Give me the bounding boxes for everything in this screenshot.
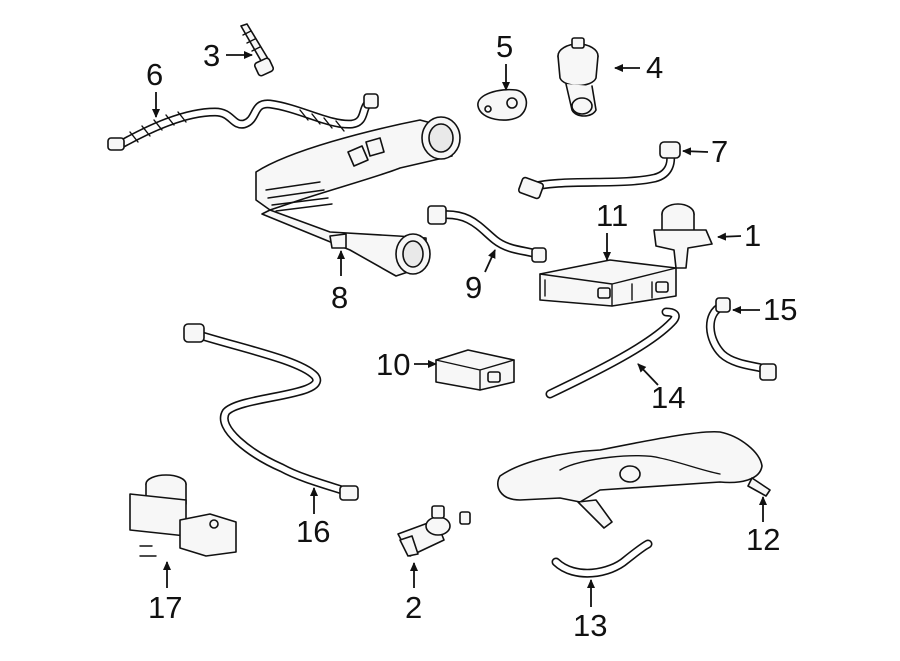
part-11-canister bbox=[539, 259, 677, 307]
callout-6: 6 bbox=[146, 57, 164, 92]
part-5-gasket bbox=[477, 88, 528, 121]
callout-8: 8 bbox=[331, 280, 349, 315]
part-13-hose bbox=[551, 539, 653, 578]
part-10-canister bbox=[435, 349, 515, 391]
part-8-intake-duct bbox=[255, 116, 461, 277]
part-14-hose bbox=[545, 307, 680, 399]
callout-16: 16 bbox=[296, 514, 331, 549]
callout-15: 15 bbox=[763, 292, 798, 327]
callout-12: 12 bbox=[746, 522, 781, 557]
leader-9 bbox=[484, 249, 496, 273]
callout-11: 11 bbox=[596, 198, 629, 233]
part-17-valve-bracket bbox=[129, 474, 237, 557]
callout-4: 4 bbox=[646, 50, 664, 85]
leader-lines bbox=[152, 51, 767, 607]
part-15-hose bbox=[705, 297, 777, 381]
callout-1: 1 bbox=[744, 218, 762, 253]
callout-10: 10 bbox=[376, 347, 411, 382]
part-12-heat-shield bbox=[496, 430, 771, 529]
leader-1 bbox=[717, 232, 742, 241]
part-1-vsv bbox=[653, 203, 713, 269]
callout-9: 9 bbox=[465, 270, 483, 305]
callout-5: 5 bbox=[496, 29, 514, 64]
part-9-hose bbox=[427, 205, 547, 263]
callout-17: 17 bbox=[148, 590, 183, 625]
leader-7 bbox=[682, 147, 709, 156]
part-6-braided-hose bbox=[107, 93, 379, 151]
part-4-egr-valve bbox=[557, 37, 599, 117]
callout-3: 3 bbox=[203, 38, 221, 73]
part-16-hose bbox=[183, 323, 359, 501]
part-3-sensor bbox=[240, 23, 275, 77]
callout-2: 2 bbox=[405, 590, 423, 625]
callout-7: 7 bbox=[711, 134, 729, 169]
leader-14 bbox=[637, 363, 659, 386]
callout-13: 13 bbox=[573, 608, 608, 643]
part-7-vacuum-hose bbox=[517, 141, 681, 200]
callout-14: 14 bbox=[651, 380, 686, 415]
part-2-vacuum-valve bbox=[397, 505, 471, 557]
